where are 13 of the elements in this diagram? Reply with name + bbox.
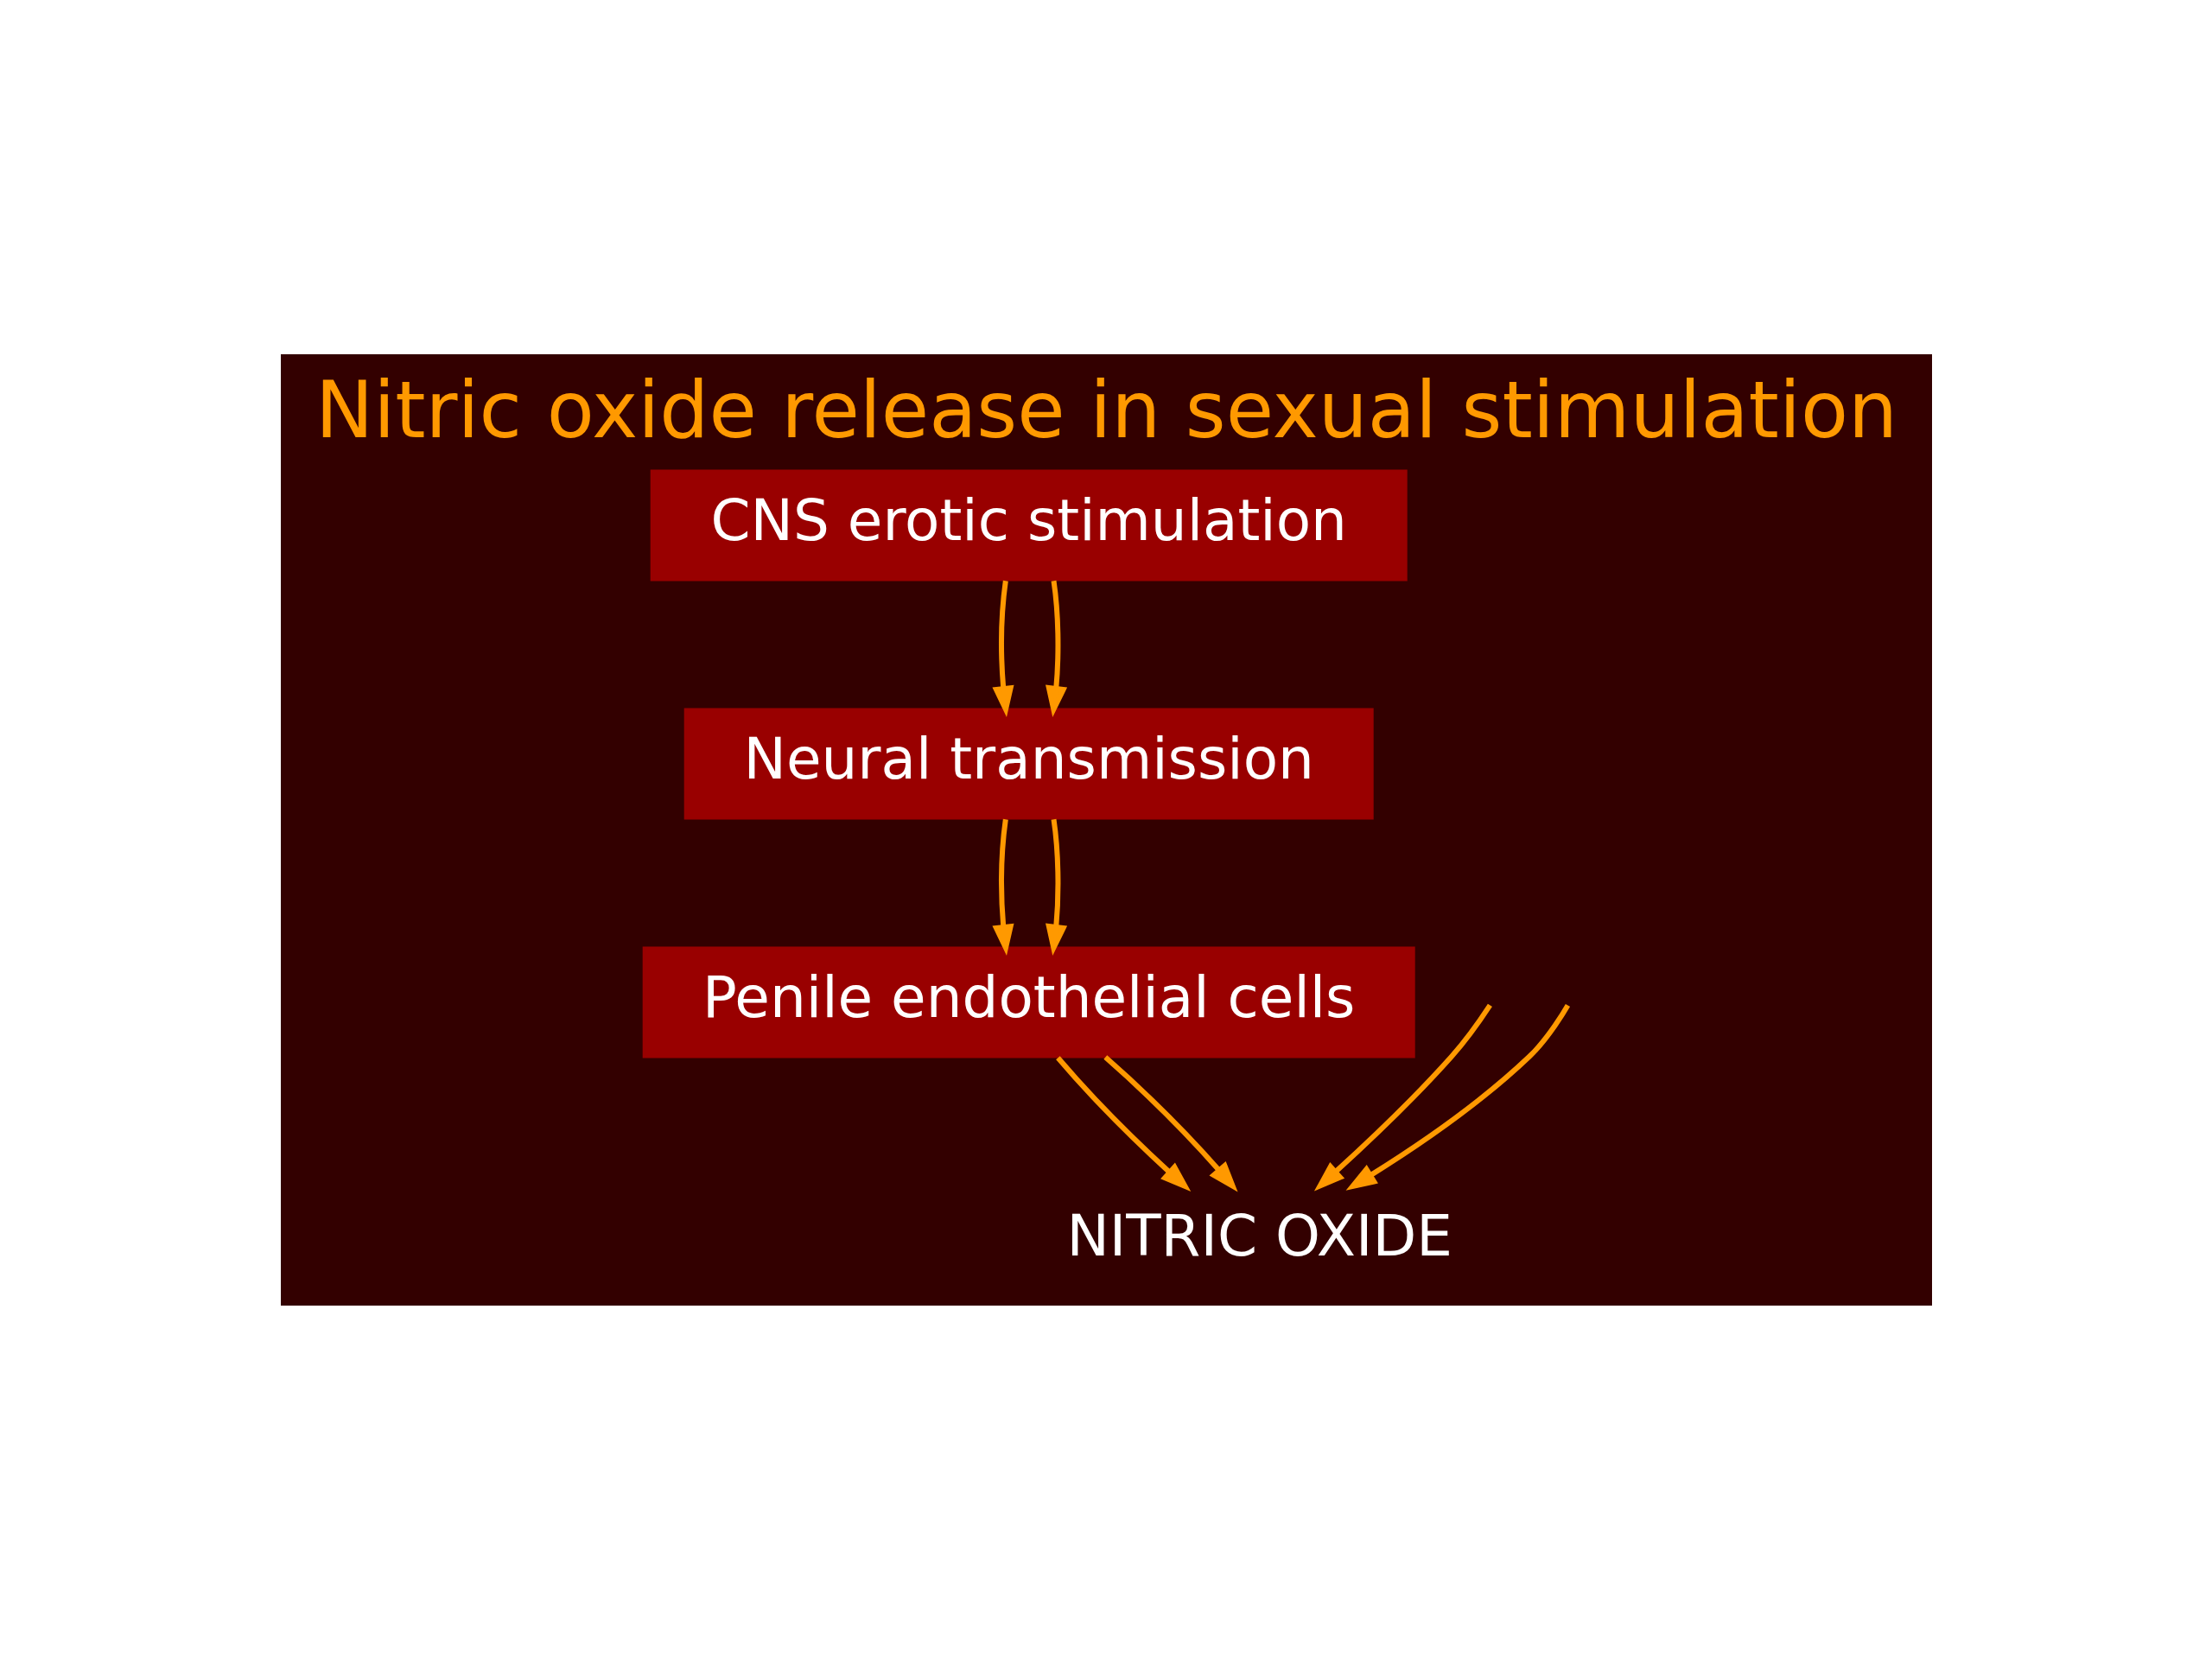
- node-box: Penile endothelial cells: [642, 946, 1415, 1058]
- node-box: Neural transmission: [683, 708, 1374, 819]
- arrow: [1045, 818, 1067, 956]
- diagram-title: Nitric oxide release in sexual stimulation: [315, 364, 1897, 455]
- arrow: [1103, 1054, 1238, 1192]
- node-box: CNS erotic stimulation: [650, 469, 1408, 581]
- node-text: NITRIC OXIDE: [1065, 1202, 1452, 1269]
- arrow: [1345, 1003, 1570, 1191]
- arrow: [991, 818, 1014, 956]
- arrow: [1313, 1003, 1492, 1191]
- arrow: [1045, 580, 1067, 717]
- arrow: [991, 580, 1014, 717]
- arrow: [1055, 1055, 1191, 1192]
